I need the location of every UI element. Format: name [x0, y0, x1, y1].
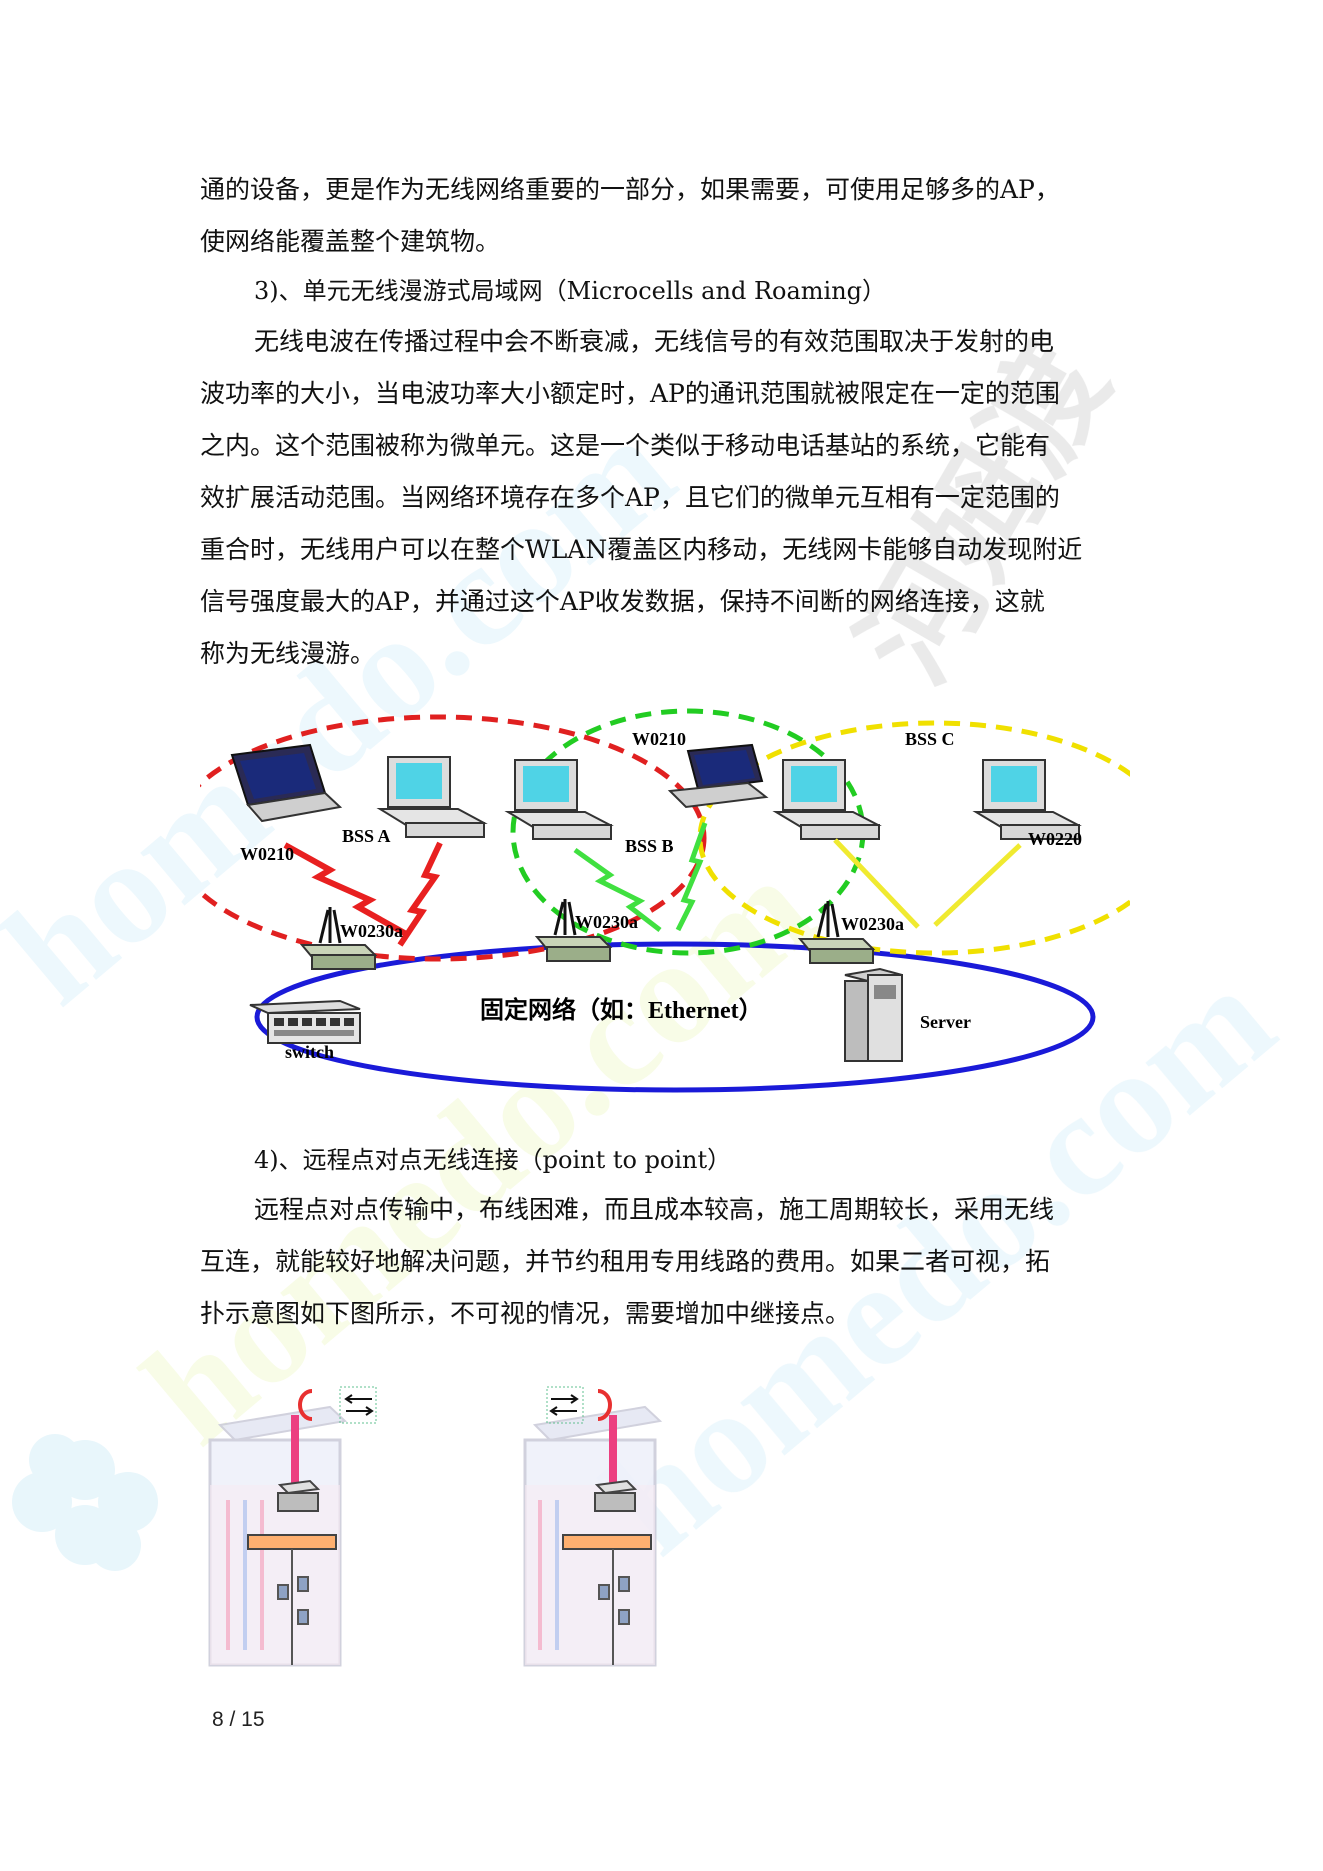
- access-point-1-icon: [277, 1479, 321, 1512]
- text-line: 无线电波在传播过程中会不断衰减，无线信号的有效范围取决于发射的电: [254, 327, 1055, 356]
- text-line: 互连，就能较好地解决问题，并节约租用专用线路的费用。如果二者可视，拓: [200, 1247, 1051, 1276]
- backbone-network-ellipse: [254, 941, 1096, 1093]
- text-line: 信号强度最大的AP，并通过这个AP收发数据，保持不间断的网络连接，这就: [200, 587, 1045, 616]
- desktop-c1-icon: [772, 759, 882, 840]
- paragraph-roaming: 无线电波在传播过程中会不断衰减，无线信号的有效范围取决于发射的电 波功率的大小，…: [200, 316, 1123, 680]
- cell-a-boundary: [200, 714, 707, 962]
- signal-arrows-2-icon: [546, 1386, 584, 1424]
- antenna-dish-1-icon: [298, 1389, 313, 1421]
- text-line: 使网络能覆盖整个建筑物。: [200, 227, 501, 256]
- signal-b1-icon: [573, 847, 662, 932]
- antenna-dish-2-icon: [597, 1389, 612, 1421]
- section-heading-point-to-point: 4)、远程点对点无线连接（point to point）: [254, 1146, 732, 1174]
- signal-arrows-1-icon: [339, 1386, 377, 1424]
- building-2: [523, 1405, 663, 1667]
- desktop-c2-icon: [972, 759, 1082, 840]
- text-line: 扑示意图如下图所示，不可视的情况，需要增加中继接点。: [200, 1299, 851, 1328]
- client-c-label: W0220: [1028, 829, 1082, 849]
- laptop-b-icon: [667, 743, 769, 809]
- text-line: 远程点对点传输中，布线困难，而且成本较高，施工周期较长，采用无线: [254, 1195, 1055, 1224]
- switch-label: switch: [285, 1042, 334, 1062]
- signal-b2-icon: [675, 822, 708, 932]
- paragraph-ap-coverage: 通的设备，更是作为无线网络重要的一部分，如果需要，可使用足够多的AP， 使网络能…: [200, 164, 1123, 268]
- ap-b-label: W0230a: [575, 912, 638, 932]
- access-point-2-icon: [594, 1479, 638, 1512]
- text-line: 通的设备，更是作为无线网络重要的一部分，如果需要，可使用足够多的AP，: [200, 175, 1060, 204]
- point-to-point-diagram: [208, 1386, 663, 1667]
- desktop-b-icon: [504, 759, 614, 840]
- client-a-label: W0210: [240, 844, 294, 864]
- signal-a1-icon: [283, 842, 410, 938]
- ap-c-label: W0230a: [841, 914, 904, 934]
- desktop-a-icon: [376, 756, 488, 838]
- access-point-a-icon: [299, 907, 378, 970]
- signal-a2-icon: [397, 841, 443, 947]
- building-1: [208, 1405, 348, 1667]
- roaming-network-diagram: W0210 BSS A W0230a W0210 BSS B W0230a BS…: [200, 708, 1130, 1093]
- section-heading-microcells: 3)、单元无线漫游式局域网（Microcells and Roaming）: [254, 277, 887, 305]
- page-number: 8 / 15: [212, 1708, 265, 1731]
- cell-c-label: BSS C: [905, 729, 955, 749]
- signal-c1-icon: [833, 838, 920, 929]
- switch-bar-1-icon: [247, 1534, 337, 1550]
- access-point-b-icon: [534, 899, 613, 962]
- text-line: 之内。这个范围被称为微单元。这是一个类似于移动电话基站的系统，它能有: [200, 431, 1051, 460]
- laptop-a-icon: [230, 743, 343, 823]
- text-line: 波功率的大小，当电波功率大小额定时，AP的通讯范围就被限定在一定的范围: [200, 379, 1060, 408]
- text-line: 重合时，无线用户可以在整个WLAN覆盖区内移动，无线网卡能够自动发现附近: [200, 535, 1083, 564]
- text-line: 称为无线漫游。: [200, 639, 376, 668]
- paragraph-point-to-point: 远程点对点传输中，布线困难，而且成本较高，施工周期较长，采用无线 互连，就能较好…: [200, 1184, 1123, 1340]
- switch-bar-2-icon: [562, 1534, 652, 1550]
- server-label: Server: [920, 1012, 971, 1032]
- switch-icon: [249, 999, 361, 1044]
- client-b-label: W0210: [632, 729, 686, 749]
- text-line: 效扩展活动范围。当网络环境存在多个AP，且它们的微单元互相有一定范围的: [200, 483, 1060, 512]
- cell-a-label: BSS A: [342, 826, 391, 846]
- cell-b-label: BSS B: [625, 836, 674, 856]
- server-icon: [844, 967, 903, 1062]
- signal-c2-icon: [933, 843, 1022, 927]
- ap-a-label: W0230a: [340, 921, 403, 941]
- lan-tree-1-icon: [277, 1549, 309, 1665]
- access-point-c-icon: [797, 901, 876, 964]
- lan-tree-2-icon: [598, 1549, 630, 1665]
- network-label: 固定网络（如：Ethernet）: [480, 996, 763, 1024]
